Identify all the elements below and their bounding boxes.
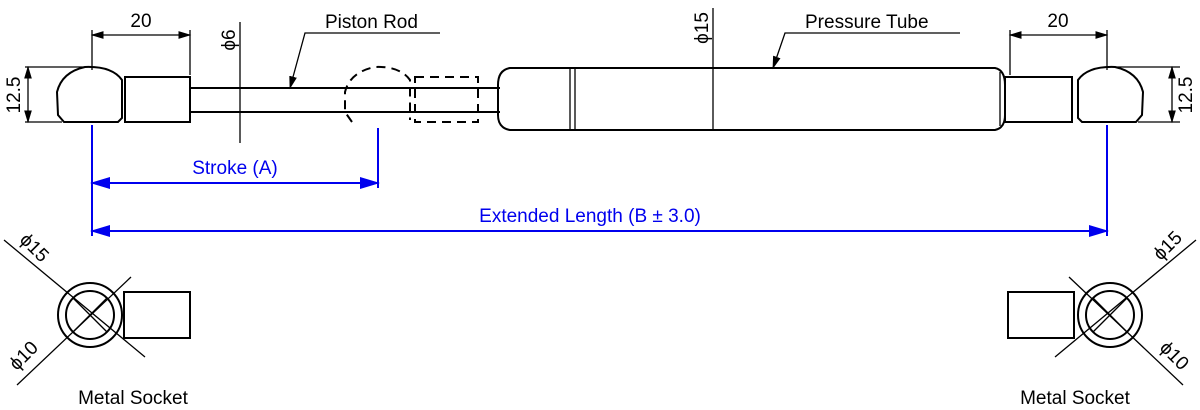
piston-rod: [190, 87, 500, 113]
rod-diameter-dimension: ϕ6: [219, 22, 241, 143]
right-length-dimension: 20: [1008, 11, 1109, 75]
right-socket-inner-label: ϕ10: [1155, 337, 1192, 374]
left-height-dimension: 12.5: [4, 65, 85, 124]
right-ball-socket: [1004, 65, 1145, 123]
piston-rod-label: Piston Rod: [325, 12, 418, 33]
tube-diameter-dimension: ϕ15: [692, 8, 714, 130]
pressure-tube-leader: Pressure Tube: [772, 12, 960, 70]
right-metal-socket-view: ϕ15 ϕ10 Metal Socket: [1007, 227, 1197, 409]
pressure-tube-label: Pressure Tube: [805, 12, 929, 33]
left-ball-socket: [55, 65, 191, 123]
tube-diameter-label: ϕ15: [692, 12, 713, 44]
piston-rod-leader: Piston Rod: [289, 12, 440, 90]
right-socket-label: Metal Socket: [1020, 388, 1131, 409]
left-length-label: 20: [130, 11, 151, 32]
right-height-dimension: 12.5: [1115, 65, 1197, 124]
left-socket-inner-label: ϕ10: [5, 337, 42, 374]
stroke-dimension: Stroke (A): [90, 125, 380, 236]
pressure-tube: [497, 67, 1006, 131]
left-metal-socket-view: ϕ15 ϕ10 Metal Socket: [3, 229, 191, 409]
left-socket-outer-label: ϕ15: [15, 229, 52, 266]
right-socket-outer-label: ϕ15: [1149, 227, 1186, 264]
rod-diameter-label: ϕ6: [219, 29, 240, 50]
right-height-label: 12.5: [1176, 77, 1197, 114]
left-height-label: 12.5: [4, 77, 25, 114]
extended-length-label: Extended Length (B ± 3.0): [479, 206, 701, 227]
extended-length-dimension: Extended Length (B ± 3.0): [90, 125, 1109, 237]
right-length-label: 20: [1047, 11, 1068, 32]
stroke-label: Stroke (A): [192, 158, 278, 179]
left-length-dimension: 20: [90, 11, 192, 75]
left-socket-label: Metal Socket: [78, 388, 189, 409]
extended-position-ghost: [344, 65, 479, 123]
